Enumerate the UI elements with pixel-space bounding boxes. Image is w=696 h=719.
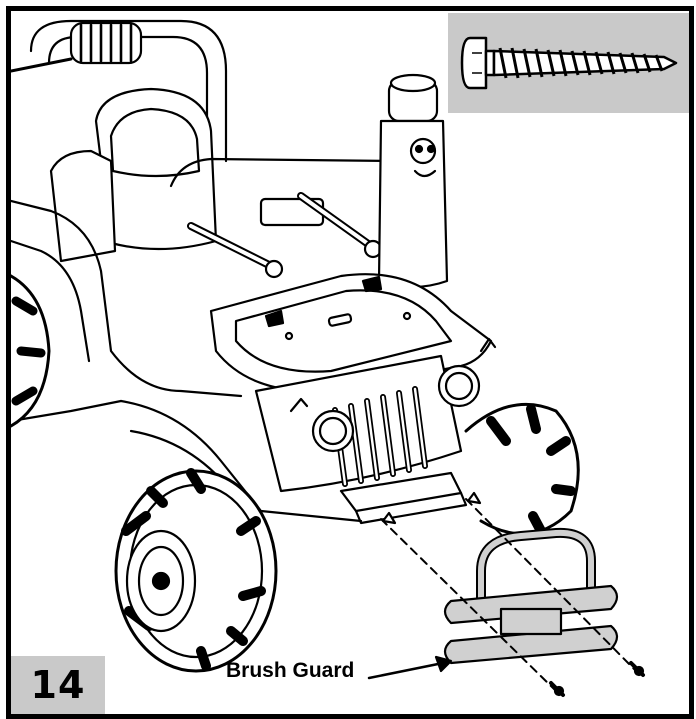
bumper-bracket <box>339 471 468 525</box>
brush-guard-label: Brush Guard <box>226 659 355 682</box>
arrow-icon <box>466 491 482 505</box>
screw-detail-panel <box>448 13 689 113</box>
screw-right <box>629 661 645 677</box>
jeep-illustration <box>11 19 645 697</box>
brush-guard <box>443 527 619 665</box>
dash-line-right <box>465 498 637 672</box>
arrow-icon <box>381 511 397 525</box>
screw-icon <box>460 36 678 90</box>
grille <box>254 337 497 493</box>
roll-bar <box>11 19 228 163</box>
instruction-frame: Brush Guard 14 <box>6 6 694 719</box>
step-number: 14 <box>30 663 86 707</box>
screw-left <box>549 681 565 697</box>
front-wheel-right <box>464 402 580 536</box>
assembly-lines <box>380 498 637 692</box>
dash-line-left <box>380 518 557 692</box>
seat <box>49 87 218 263</box>
rear-wheel-left <box>11 274 51 428</box>
step-number-badge: 14 <box>11 656 105 714</box>
bottle <box>377 73 449 289</box>
callout-arrow <box>367 655 453 680</box>
front-wheel-left <box>114 468 278 673</box>
